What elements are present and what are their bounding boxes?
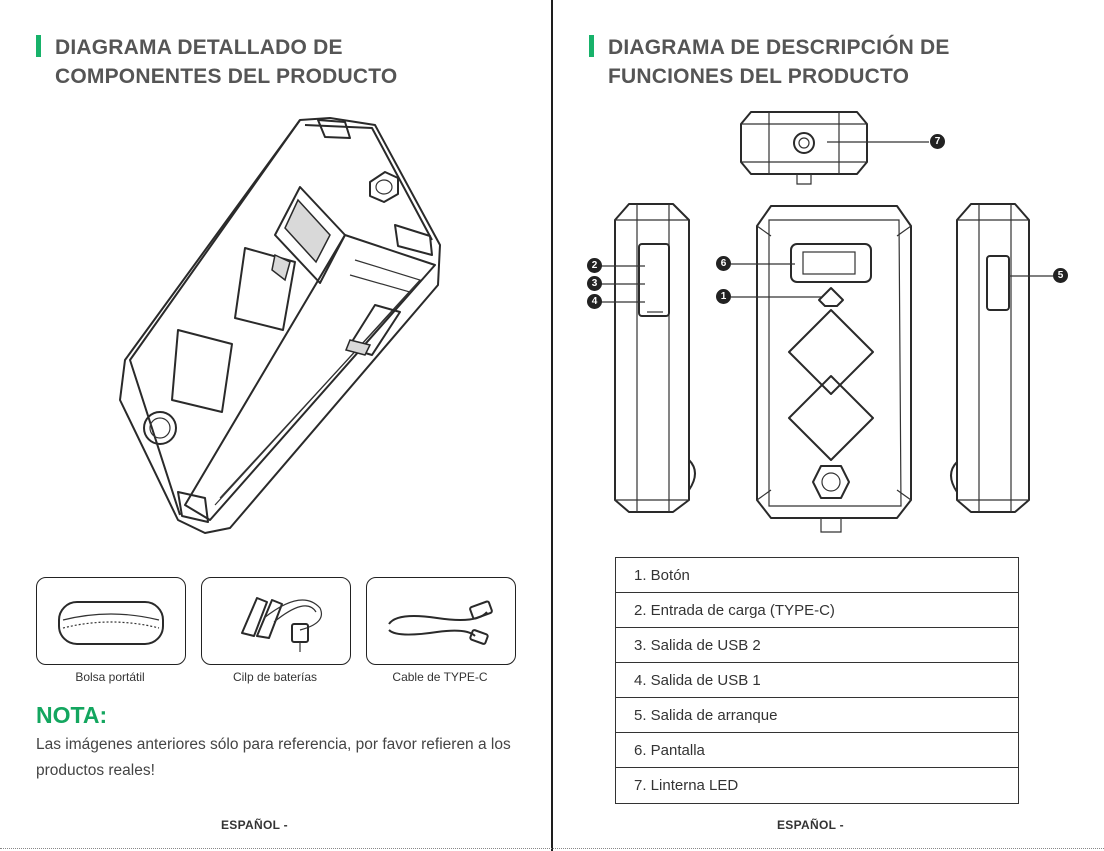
- left-footer: ESPAÑOL -: [221, 818, 288, 832]
- function-row: 1. Botón: [616, 558, 1018, 593]
- function-table: 1. Botón 2. Entrada de carga (TYPE-C) 3.…: [615, 557, 1019, 804]
- accessory-clamp-label: Cilp de baterías: [201, 670, 349, 684]
- accessory-cable-box: [366, 577, 516, 665]
- callout-6: 6: [716, 256, 731, 271]
- callout-3: 3: [587, 276, 602, 291]
- right-page: DIAGRAMA DE DESCRIPCIÓN DE FUNCIONES DEL…: [553, 0, 1104, 851]
- function-row: 3. Salida de USB 2: [616, 628, 1018, 663]
- accessory-cable-label: Cable de TYPE-C: [366, 670, 514, 684]
- note-text: Las imágenes anteriores sólo para refere…: [36, 732, 526, 784]
- accessory-bag-box: [36, 577, 186, 665]
- function-row: 6. Pantalla: [616, 733, 1018, 768]
- note-title: NOTA:: [36, 702, 107, 729]
- callout-7: 7: [930, 134, 945, 149]
- left-page: DIAGRAMA DETALLADO DE COMPONENTES DEL PR…: [0, 0, 551, 851]
- function-row: 2. Entrada de carga (TYPE-C): [616, 593, 1018, 628]
- accessory-bag-label: Bolsa portátil: [36, 670, 184, 684]
- bottom-dotted-rule: [0, 848, 1104, 849]
- callout-5: 5: [1053, 268, 1068, 283]
- type-c-cable-icon: [367, 578, 515, 664]
- carry-bag-icon: [37, 578, 185, 664]
- function-row: 4. Salida de USB 1: [616, 663, 1018, 698]
- callout-1: 1: [716, 289, 731, 304]
- function-row: 5. Salida de arranque: [616, 698, 1018, 733]
- right-footer: ESPAÑOL -: [777, 818, 844, 832]
- function-row: 7. Linterna LED: [616, 768, 1018, 803]
- callout-leader-lines: [553, 0, 1104, 560]
- battery-clamp-icon: [202, 578, 350, 664]
- accessory-clamp-box: [201, 577, 351, 665]
- callout-4: 4: [587, 294, 602, 309]
- product-isometric-illustration: [0, 0, 551, 560]
- callout-2: 2: [587, 258, 602, 273]
